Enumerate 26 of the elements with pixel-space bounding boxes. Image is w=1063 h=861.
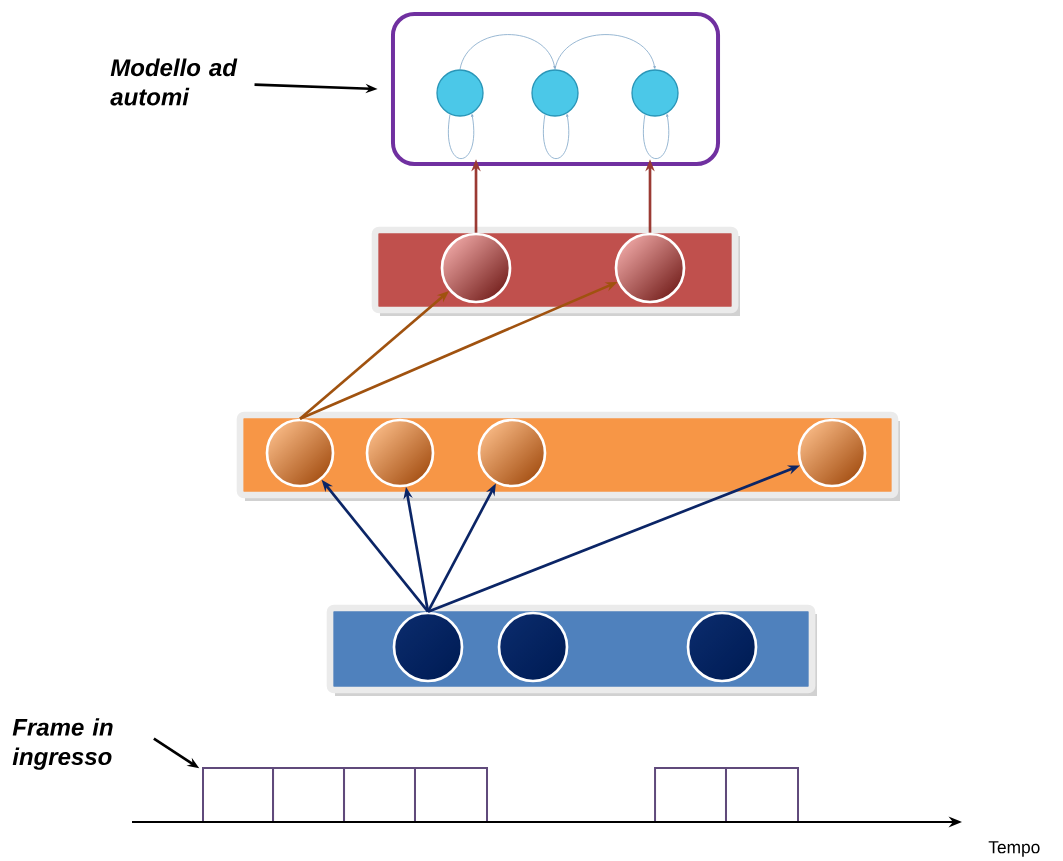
- frame-box: [202, 767, 274, 823]
- neuron-circle: [436, 69, 484, 117]
- frame-box: [272, 767, 345, 823]
- arrow: [543, 114, 570, 159]
- annotation-text: Modello ad automi: [110, 58, 238, 106]
- arrow: [643, 114, 670, 159]
- frame-box: [654, 767, 727, 823]
- axis-label: Tempo: [988, 841, 1040, 857]
- neuron-circle: [365, 418, 435, 488]
- neuron-circle: [497, 611, 569, 683]
- neuron-circle: [631, 69, 679, 117]
- neuron-circle: [531, 69, 579, 117]
- frame-box: [725, 767, 799, 823]
- neuron-circle: [440, 232, 512, 304]
- annotation-text: Frame in ingresso: [12, 718, 113, 770]
- frame-box: [343, 767, 416, 823]
- frame-box: [414, 767, 488, 823]
- neuron-circle: [477, 418, 547, 488]
- neuron-circle: [797, 418, 867, 488]
- neuron-circle: [686, 611, 758, 683]
- arrow: [554, 34, 656, 70]
- neuron-circle: [614, 232, 686, 304]
- neuron-circle: [265, 418, 335, 488]
- neuron-circle: [392, 611, 464, 683]
- arrow: [459, 34, 556, 70]
- arrow: [448, 114, 475, 159]
